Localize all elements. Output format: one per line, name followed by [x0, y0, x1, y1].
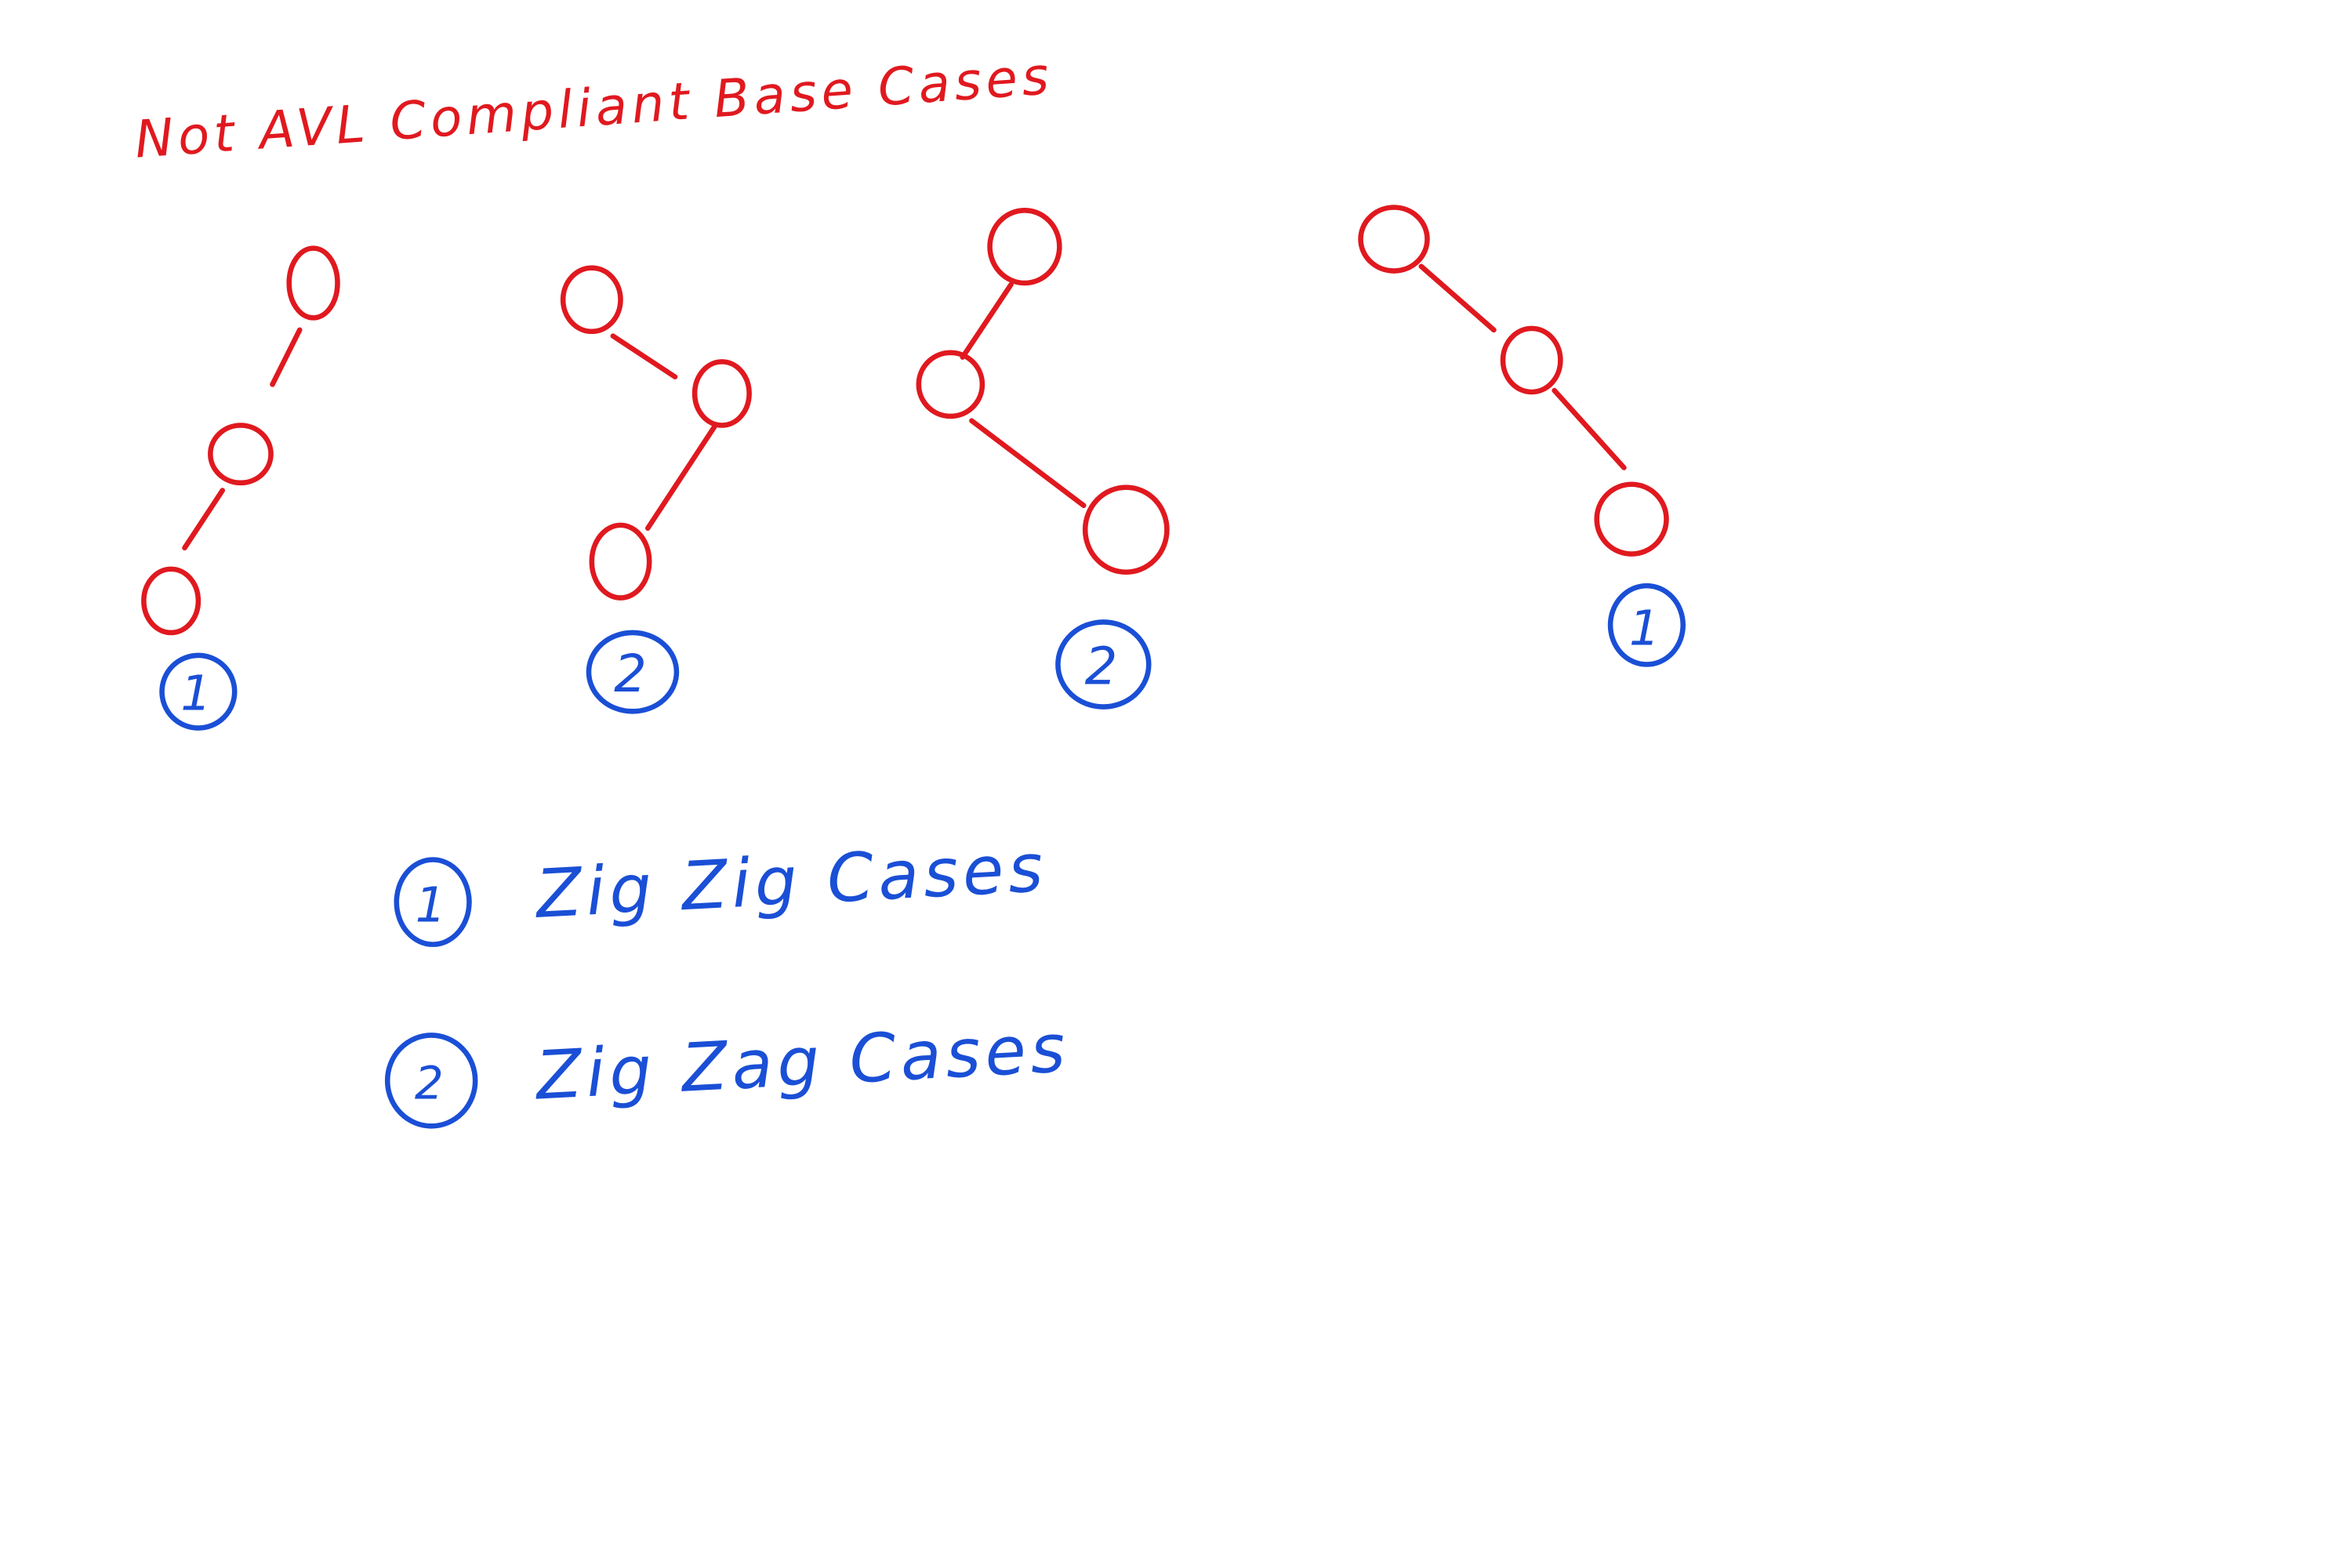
tree-left-right-zigzag	[916, 208, 1170, 575]
tree-edge	[644, 424, 717, 532]
legend-item-zig-zag: 2 Zig Zag Cases	[384, 1010, 1072, 1129]
tree-edge	[1552, 387, 1627, 470]
legend-number: 1	[416, 877, 451, 934]
tree-node	[286, 245, 340, 321]
tree-node	[589, 522, 652, 601]
tree-node	[1082, 485, 1170, 575]
case-badge-number: 1	[1629, 600, 1664, 656]
case-badge-circle	[1055, 619, 1152, 710]
tree-node	[1500, 325, 1563, 395]
legend-text: Zig Zag Cases	[532, 1010, 1072, 1116]
case-badge: 1	[1607, 583, 1686, 667]
tree-node	[1594, 481, 1669, 557]
tree-node	[987, 208, 1062, 286]
tree-edge	[270, 327, 303, 387]
tree-node	[916, 350, 985, 419]
tree-edge	[610, 333, 678, 379]
tree-edge	[182, 488, 226, 551]
tree-edge	[1418, 263, 1497, 333]
tree-node	[691, 359, 752, 428]
tree-node	[1358, 205, 1430, 274]
tree-right-left-zigzag	[560, 265, 752, 601]
legend-number-circle	[394, 857, 472, 947]
case-badge-circle	[1607, 583, 1686, 667]
tree-edge	[969, 418, 1087, 509]
case-badge-circle	[159, 652, 238, 731]
tree-edge	[960, 281, 1014, 360]
legend-number-circle	[384, 1033, 478, 1129]
legend-number: 2	[415, 1057, 448, 1110]
diagram-title: Not AVL Compliant Base Cases	[133, 46, 1055, 170]
case-badge: 2	[1055, 619, 1152, 710]
tree-left-left-chain	[141, 245, 340, 636]
case-badge-circle	[586, 630, 680, 714]
case-badge-number: 2	[614, 644, 652, 704]
legend-item-zig-zig: 1 Zig Zig Cases	[394, 829, 1049, 947]
tree-node	[560, 265, 623, 335]
tree-node	[208, 423, 274, 486]
legend-text: Zig Zig Cases	[532, 829, 1049, 934]
case-badge-number: 2	[1085, 637, 1123, 697]
case-badge: 1	[159, 652, 238, 731]
case-badge: 2	[586, 630, 680, 714]
tree-right-right-chain	[1358, 205, 1669, 557]
case-badge-number: 1	[180, 665, 216, 721]
tree-node	[141, 566, 201, 636]
